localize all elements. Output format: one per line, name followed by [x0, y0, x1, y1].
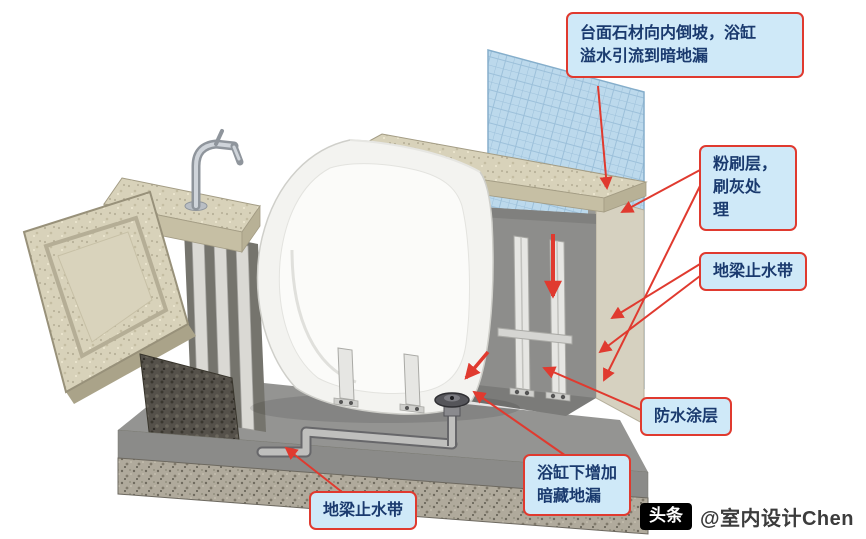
- wall-plaster-layer: [588, 194, 645, 425]
- callout-waterproof-coating: 防水涂层: [640, 397, 733, 437]
- watermark: 头条 @室内设计Chen: [639, 502, 854, 531]
- callout-waterstop-left: 地梁止水带: [309, 491, 418, 531]
- bathtub: [250, 139, 520, 423]
- water-flow-arrows: [464, 234, 562, 380]
- callout-plaster-layer: 粉刷层， 刷灰处 理: [699, 145, 797, 231]
- callout-hidden-drain: 浴缸下增加 暗藏地漏: [523, 454, 632, 517]
- steel-supports-cavity: [497, 235, 573, 402]
- callout-waterstop-right: 地梁止水带: [699, 252, 808, 292]
- under-tub-supports: [333, 347, 425, 414]
- callout-leader-lines: [284, 85, 701, 493]
- callout-countertop-overflow: 台面石材向内倒坡，浴缸 溢水引流到暗地漏: [566, 12, 804, 79]
- watermark-handle: @室内设计Chen: [699, 508, 854, 530]
- watermark-badge: 头条: [639, 503, 692, 530]
- hidden-floor-drain: [434, 392, 470, 417]
- faucet: [184, 129, 244, 211]
- stone-access-panel: [22, 190, 196, 404]
